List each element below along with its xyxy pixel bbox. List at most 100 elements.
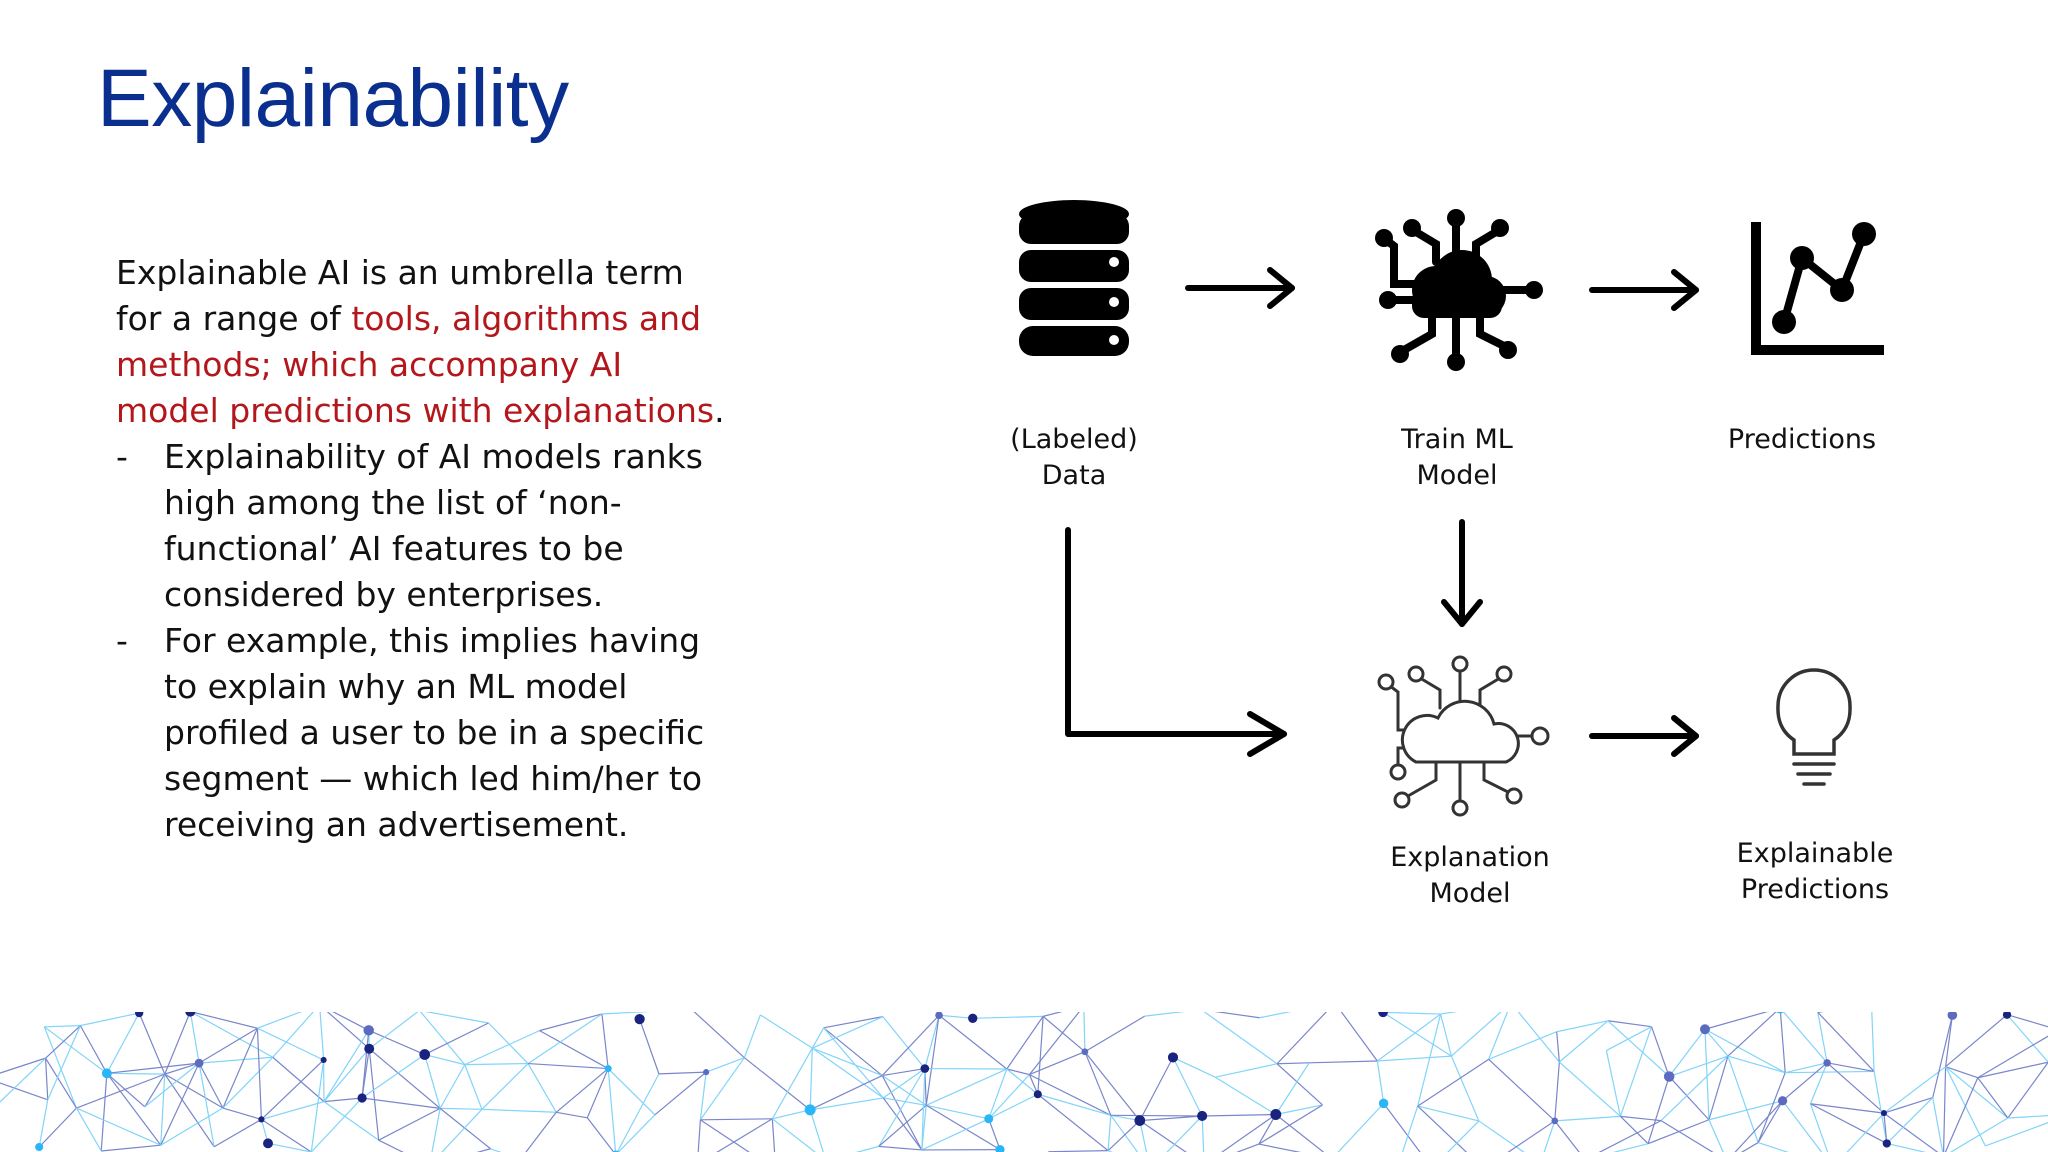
mesh-line [1612,1143,1649,1152]
mesh-line [882,1067,925,1077]
mesh-line [439,1107,491,1150]
mesh-line [988,1074,1030,1120]
arrow-data-to-train [1188,270,1292,306]
mesh-line [323,1101,380,1141]
mesh-line [1107,1120,1141,1152]
mesh-line [310,1097,363,1152]
mesh-line [1214,1076,1277,1116]
mesh-line [1704,1012,1769,1030]
mesh-line [760,1014,813,1049]
mesh-line [190,1012,258,1029]
mesh-line [705,1057,745,1073]
mesh-line [144,1062,200,1108]
mesh-line [424,1053,465,1066]
mesh-line [1607,1020,1652,1028]
mesh-line [106,1072,162,1146]
mesh-node [968,1013,978,1023]
mesh-line [1417,1105,1480,1122]
mesh-line [1810,1103,1885,1114]
bullet-marker: - [116,621,128,660]
mesh-node [1947,1012,1958,1020]
bullet-text: Explainability of AI models ranks high a… [164,437,703,614]
mesh-line [1932,1097,1944,1152]
mesh-line [1704,1028,1786,1074]
mesh-line [1846,1112,1885,1152]
mesh-line [1340,1012,1378,1062]
mesh-line [607,1068,656,1116]
mesh-line [527,1013,603,1065]
mesh-line [1883,1113,1888,1144]
mesh-line [106,1062,200,1074]
mesh-line [1376,1060,1385,1104]
mesh-line [189,1012,200,1064]
bullet-item: -For example, this implies having to exp… [116,618,726,848]
mesh-line [272,1056,325,1103]
mesh-line [811,1047,884,1099]
mesh-line [43,1026,108,1074]
mesh-line [1945,1014,2008,1068]
mesh-line [310,1059,325,1152]
mesh-line [267,1142,312,1152]
mesh-line [924,1015,940,1069]
mesh-line [2007,1114,2048,1119]
mesh-node [995,1145,1005,1152]
mesh-line [812,1047,883,1077]
mesh-line [1488,1058,1556,1122]
mesh-line [1660,1055,1729,1122]
mesh-line [1084,1051,1141,1121]
line-chart-icon [1751,222,1884,355]
mesh-line [1647,1076,1670,1144]
mesh-line [1084,1015,1146,1053]
mesh-line [1785,1062,1828,1074]
mesh-line [144,1073,166,1108]
mesh-line [1985,1122,2048,1147]
mesh-line [1006,1068,1030,1076]
bullet-marker: - [116,437,128,476]
mesh-line [1556,1031,1560,1063]
mesh-line [1488,1012,1509,1060]
mesh-line [76,1073,165,1109]
mesh-line [1668,1028,1706,1077]
mesh-line [809,1075,883,1111]
mesh-line [1029,1074,1112,1116]
mesh-line [164,1012,191,1075]
mesh-line [431,1108,441,1152]
mesh-node [1777,1096,1788,1106]
mesh-line [586,1117,615,1152]
mesh-node [364,1043,375,1054]
mesh-line [855,1145,879,1152]
mesh-line [1337,1102,1385,1152]
mesh-line [361,1097,441,1109]
mesh-node [1776,1012,1784,1014]
mesh-line [1277,1062,1310,1065]
mesh-line [1708,1119,1724,1152]
mesh-line [823,1027,884,1099]
mesh-line [617,1114,656,1152]
mesh-line [1785,1070,1875,1074]
ai-cloud-circuit-outline-icon [1377,655,1550,817]
mesh-line [1782,1012,1828,1064]
mesh-line [1704,1029,1710,1120]
mesh-line [823,1027,883,1077]
mesh-line [198,1027,258,1064]
mesh-node [1880,1110,1887,1117]
mesh-line [1543,1120,1556,1152]
mesh-line [38,1099,49,1148]
mesh-line [0,1057,46,1074]
mesh-line [76,1107,162,1146]
mesh-node [1823,1059,1831,1067]
mesh-line [2007,1061,2048,1119]
mesh-line [1883,1096,1933,1114]
mesh-line [699,1057,745,1121]
mesh-line [1977,1077,2009,1119]
mesh-line [1172,1057,1203,1117]
mesh-line [101,1144,161,1152]
mesh-line [1376,1013,1441,1062]
mesh-line [926,1104,989,1120]
mesh-line [160,1074,166,1146]
mesh-line [1727,1012,1777,1057]
mesh-line [1558,1061,1621,1117]
mesh-line [1871,1012,1875,1072]
mesh-line [1817,1012,1875,1072]
